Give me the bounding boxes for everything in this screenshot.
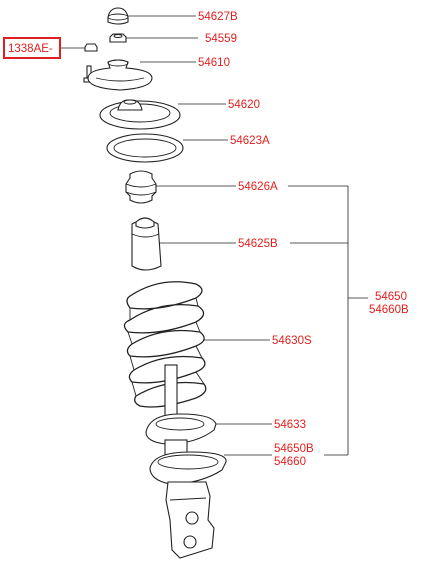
part-label-54625B[interactable]: 54625B: [238, 238, 278, 250]
part-label-54627B[interactable]: 54627B: [198, 11, 238, 23]
highlighted-part-number: 1338AE-: [8, 43, 53, 55]
coil-spring-part: [123, 281, 207, 408]
strut-shaft-part: [164, 364, 178, 421]
assembly-label-54660B[interactable]: 54660B: [369, 304, 409, 316]
dust-cap-part: [107, 7, 129, 25]
assembly-label-54650[interactable]: 54650: [375, 291, 407, 303]
bumper-stopper-part: [125, 170, 157, 204]
leader-lines: [60, 15, 368, 456]
spring-insulator-part: [106, 133, 184, 163]
spring-upper-seat-part: [99, 99, 181, 130]
part-label-54559[interactable]: 54559: [205, 33, 237, 45]
strut-body-part: [149, 439, 227, 559]
dust-cover-part: [131, 217, 162, 271]
nut-part: [109, 33, 127, 43]
part-label-54630S[interactable]: 54630S: [272, 335, 312, 347]
part-label-54610[interactable]: 54610: [198, 57, 230, 69]
part-label-54626A[interactable]: 54626A: [238, 181, 278, 193]
part-label-54660[interactable]: 54660: [274, 456, 306, 468]
part-label-54633[interactable]: 54633: [274, 419, 306, 431]
strut-mount-part: [87, 59, 153, 91]
part-label-54620[interactable]: 54620: [228, 99, 260, 111]
lower-insulator-part: [145, 413, 217, 445]
part-label-54623A[interactable]: 54623A: [230, 135, 270, 147]
part-label-54650B[interactable]: 54650B: [274, 443, 314, 455]
highlighted-part-label[interactable]: 1338AE-: [3, 37, 61, 59]
